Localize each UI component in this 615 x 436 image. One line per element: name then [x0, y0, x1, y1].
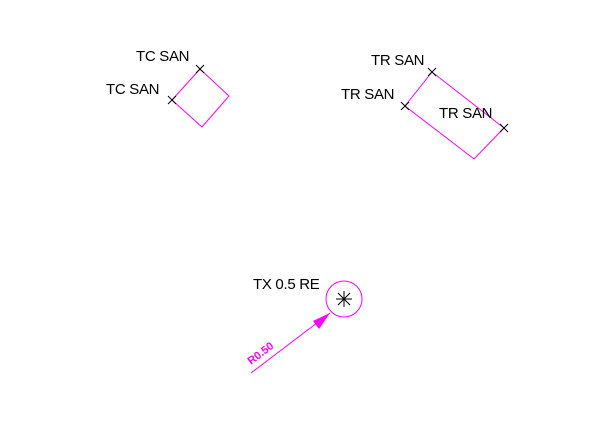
tr-x-marker-right-icon — [499, 123, 509, 133]
tc-san-label-top: TC SAN — [136, 48, 189, 65]
tc-san-group: TC SAN TC SAN — [106, 48, 230, 128]
tc-square-outline — [171, 68, 230, 128]
tr-san-group: TR SAN TR SAN TR SAN — [341, 52, 509, 160]
hole-circle — [325, 280, 363, 318]
crosshair-icon — [336, 291, 352, 307]
tr-x-marker-left-icon — [400, 101, 410, 111]
tr-san-label-top: TR SAN — [371, 52, 424, 69]
tc-x-marker-left-icon — [167, 95, 177, 105]
tr-san-label-right: TR SAN — [439, 105, 492, 122]
tr-x-marker-top-icon — [427, 67, 437, 77]
arrowhead-icon — [313, 313, 330, 329]
tc-san-label-left: TC SAN — [106, 81, 159, 98]
tr-san-label-left: TR SAN — [341, 86, 394, 103]
tr-rectangle-outline — [404, 71, 505, 160]
tc-x-marker-top-icon — [195, 64, 205, 74]
hole-label: TX 0.5 RE — [253, 276, 320, 293]
